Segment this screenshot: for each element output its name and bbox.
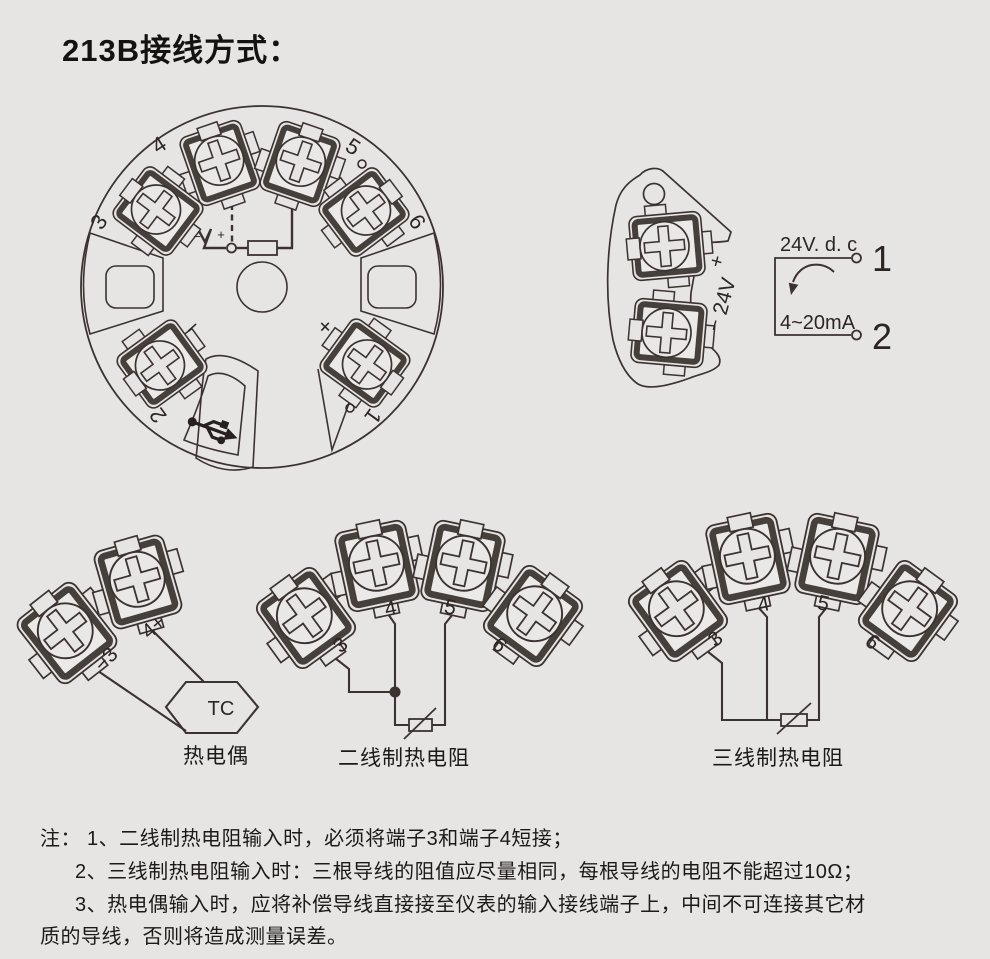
right-wedge <box>360 231 442 336</box>
loop-power-schematic <box>774 252 862 341</box>
sensor-plus-label: + <box>217 227 225 242</box>
terminal-label-5: 5 <box>341 133 365 161</box>
loop-terminal-2-label: 2 <box>872 316 892 357</box>
note-prefix: 注： <box>40 828 81 850</box>
index-mark-1 <box>345 403 355 413</box>
rtd3-resistor <box>780 713 808 727</box>
tc-sensor-symbol <box>164 680 260 735</box>
terminal-label-3: 3 <box>85 210 113 234</box>
page-title: 213B接线方式： <box>62 33 301 68</box>
note-line-2: 2、三线制热电阻输入时：三根导线的阻值应尽量相同，每根导线的电阻不能超过10Ω； <box>75 861 864 883</box>
rtd2-resistor <box>408 718 433 732</box>
note-line-3: 3、热电偶输入时，应将补偿导线直接接至仪表的输入接线端子上，中间不可连接其它材 <box>75 894 866 916</box>
terminal-label-1: 1 <box>359 404 386 429</box>
right-hole <box>367 265 417 309</box>
rtd3-label-5: 5 <box>815 591 831 616</box>
rtd2-label-4: 4 <box>383 596 400 621</box>
rtd3-resistor-slash <box>776 702 812 735</box>
loop-terminal-2-dot <box>851 329 862 341</box>
head-outline <box>80 105 444 469</box>
signal-label: 4~20mA <box>780 312 856 334</box>
rtd2-wire-3 <box>334 657 391 694</box>
tc-symbol-label: TC <box>208 698 235 720</box>
side-plus-label: + <box>705 253 729 270</box>
thermocouple-caption: 热电偶 <box>183 745 249 768</box>
three-wire-rtd-caption: 三线制热电阻 <box>712 747 844 770</box>
arrow-head-icon <box>788 282 799 295</box>
rtd3-wire-5 <box>807 606 828 722</box>
thermocouple-labels: −3 4+ TC <box>90 611 235 720</box>
loop-terminal-1-dot <box>851 252 862 264</box>
usb-pocket-inner <box>182 372 246 456</box>
supply-label: 24V. d. c <box>780 234 857 256</box>
sensor-minus-label: − <box>193 229 201 244</box>
loop-terminal-1-label: 1 <box>872 238 892 279</box>
note-item-1: 1、二线制热电阻输入时，必须将端子3和端子4短接； <box>87 828 573 850</box>
usb-icon <box>187 417 238 445</box>
center-hole <box>236 261 288 313</box>
side-supply-label: 24V <box>709 275 741 317</box>
rtd2-wire-4 <box>387 613 409 727</box>
note-line-1: 注： 1、二线制热电阻输入时，必须将端子3和端子4短接； <box>40 822 573 851</box>
three-wire-rtd-wiring <box>706 606 828 735</box>
note-line-4: 质的导线，否则将造成测量误差。 <box>40 926 348 948</box>
rtd3-wire-3 <box>706 650 781 722</box>
index-mark-5 <box>357 159 367 169</box>
current-loop-arrow <box>792 263 835 283</box>
thermocouple-wiring <box>97 629 260 735</box>
rtd2-wire-5 <box>432 613 454 727</box>
side-view-labels: + 24V − <box>703 253 741 334</box>
screw-terminal <box>626 288 718 378</box>
rtd3-wire-4 <box>757 606 769 720</box>
left-wedge <box>82 231 164 336</box>
rtd2-label-5: 5 <box>442 595 458 620</box>
tc-wire-3 <box>97 670 187 732</box>
tc-wire-4 <box>151 629 205 683</box>
left-hole <box>105 265 155 309</box>
two-wire-rtd-caption: 二线制热电阻 <box>338 747 470 770</box>
terminal-label-4: 4 <box>147 131 171 159</box>
mount-hole <box>642 182 666 206</box>
sensor-wiring <box>190 203 294 256</box>
rtd3-label-4: 4 <box>756 592 773 617</box>
two-wire-rtd-wiring <box>334 613 454 740</box>
screw-terminal <box>624 201 716 291</box>
loop-lines <box>774 257 851 336</box>
rtd2-resistor-slash <box>403 707 437 740</box>
usb-pocket <box>195 354 259 471</box>
side-minus-label: − <box>703 317 727 334</box>
